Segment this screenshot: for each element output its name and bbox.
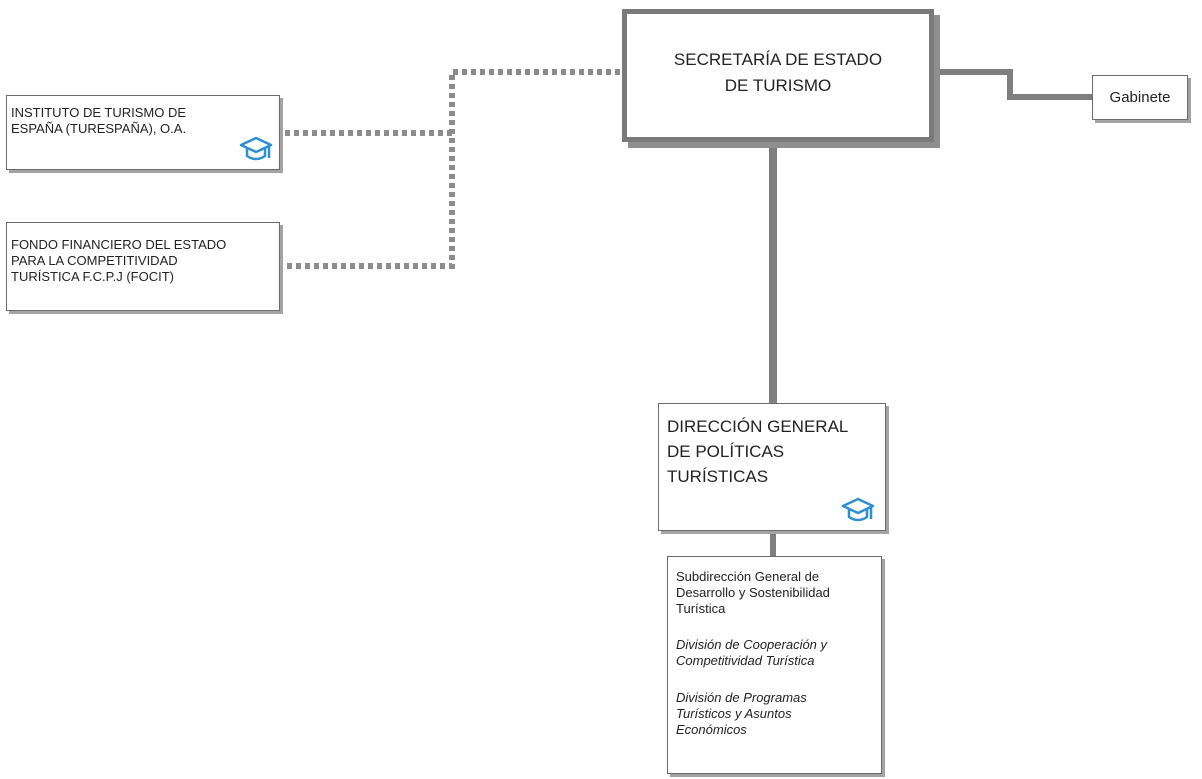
division1-line1: División de Cooperación y xyxy=(676,637,828,652)
secretaria-title-line2: DE TURISMO xyxy=(724,76,832,95)
dotted-connector xyxy=(280,69,620,269)
turespana-line1: INSTITUTO DE TURISMO DE xyxy=(11,105,187,120)
turespana-line2: ESPAÑA (TURESPAÑA), O.A. xyxy=(11,121,187,136)
subdireccion-title-line1: Subdirección General de xyxy=(676,569,820,584)
turespana-box[interactable]: INSTITUTO DE TURISMO DE ESPAÑA (TURESPAÑ… xyxy=(6,95,280,170)
focit-line2: PARA LA COMPETITIVIDAD xyxy=(11,253,178,268)
dg-line2: DE POLÍTICAS xyxy=(667,442,785,461)
secretaria-title-line1: SECRETARÍA DE ESTADO xyxy=(673,50,883,69)
division2-line2: Turísticos y Asuntos xyxy=(676,706,792,721)
division1-line2: Competitividad Turística xyxy=(676,653,815,668)
focit-line1: FONDO FINANCIERO DEL ESTADO xyxy=(11,237,227,252)
dg-box[interactable]: DIRECCIÓN GENERAL DE POLÍTICAS TURÍSTICA… xyxy=(658,403,886,531)
dg-line3: TURÍSTICAS xyxy=(667,467,769,486)
graduation-cap-icon[interactable] xyxy=(841,497,875,525)
focit-box[interactable]: FONDO FINANCIERO DEL ESTADO PARA LA COMP… xyxy=(6,222,280,311)
subdireccion-title-line3: Turística xyxy=(676,601,726,616)
graduation-cap-icon[interactable] xyxy=(239,136,273,164)
dg-line1: DIRECCIÓN GENERAL xyxy=(667,417,849,436)
gabinete-box[interactable]: Gabinete xyxy=(1092,75,1188,120)
focit-line3: TURÍSTICA F.C.P.J (FOCIT) xyxy=(11,269,174,284)
division2-line3: Económicos xyxy=(676,722,747,737)
gabinete-label: Gabinete xyxy=(1109,89,1171,106)
secretaria-box[interactable]: SECRETARÍA DE ESTADO DE TURISMO xyxy=(622,9,934,142)
subdireccion-box[interactable]: Subdirección General de Desarrollo y Sos… xyxy=(667,556,882,774)
gabinete-connector xyxy=(936,69,1092,100)
division2-line1: División de Programas xyxy=(676,690,807,705)
subdireccion-title-line2: Desarrollo y Sostenibilidad xyxy=(676,585,830,600)
